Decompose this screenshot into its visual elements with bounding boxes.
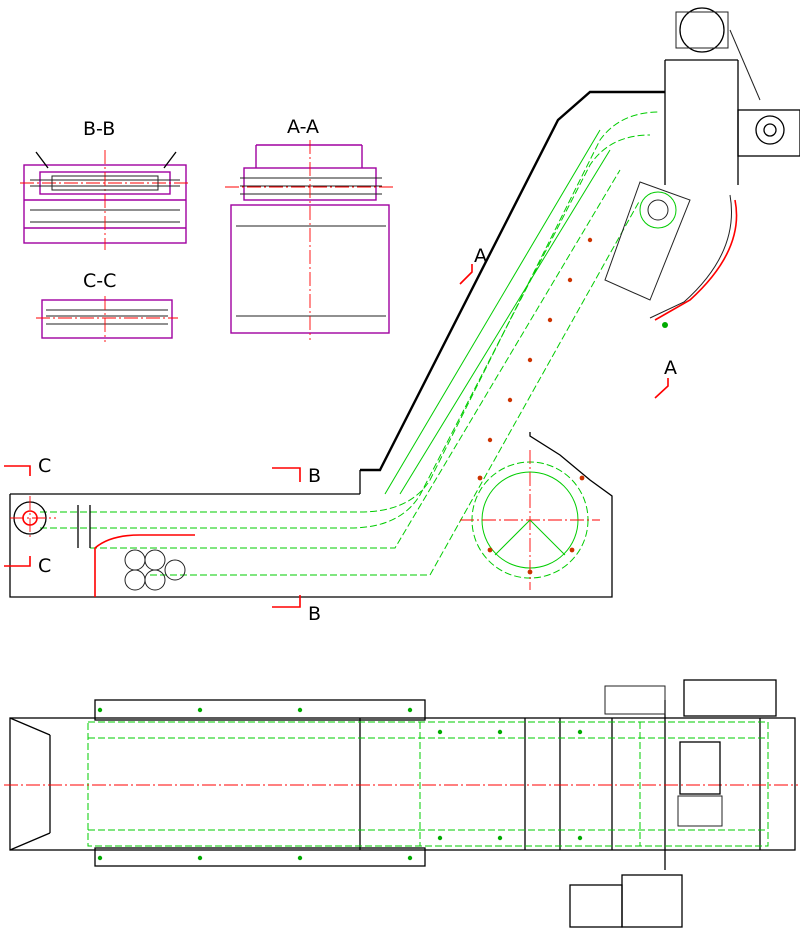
section-markers: A A B B C C: [4, 245, 677, 625]
side-elevation-view: [9, 7, 800, 598]
marker-a-right: A: [664, 357, 677, 379]
section-bb-title: B-B: [83, 118, 115, 140]
section-bb-view: B-B: [20, 118, 190, 250]
marker-c-bottom: C: [38, 555, 51, 577]
section-cc-view: C-C: [36, 270, 178, 342]
section-cc-title: C-C: [83, 270, 116, 292]
marker-b-top: B: [308, 465, 321, 487]
plan-view: [4, 679, 798, 928]
section-aa-title: A-A: [287, 116, 319, 138]
section-aa-view: A-A: [225, 116, 395, 340]
marker-a-top: A: [474, 245, 487, 267]
marker-c-top: C: [38, 455, 51, 477]
marker-b-bottom: B: [308, 603, 321, 625]
